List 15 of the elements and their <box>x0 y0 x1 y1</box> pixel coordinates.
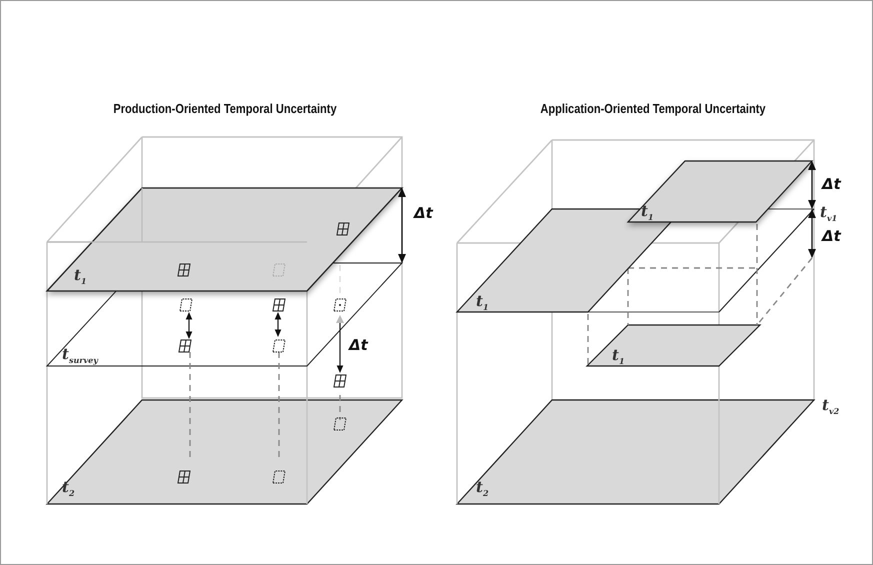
time-label: t$_{v1}$ <box>820 205 838 222</box>
time-label: t$_{1}$ <box>612 348 625 365</box>
interval-label: Δt <box>822 177 841 192</box>
section-heading: Application-Oriented Temporal Uncertainty <box>540 102 766 115</box>
time-label: t$_{1}$ <box>74 268 87 285</box>
time-label: t$_{survey}$ <box>62 347 98 364</box>
time-label: t$_{2}$ <box>476 480 489 497</box>
time-label: t$_{2}$ <box>62 480 75 497</box>
time-label: t$_{1}$ <box>641 204 654 221</box>
time-label: t$_{v2}$ <box>822 398 840 415</box>
section-heading: Production-Oriented Temporal Uncertainty <box>113 102 337 115</box>
time-label: t$_{1}$ <box>476 294 489 311</box>
interval-label: Δt <box>414 206 433 221</box>
interval-label: Δt <box>822 229 841 244</box>
interval-label: Δt <box>349 338 368 353</box>
